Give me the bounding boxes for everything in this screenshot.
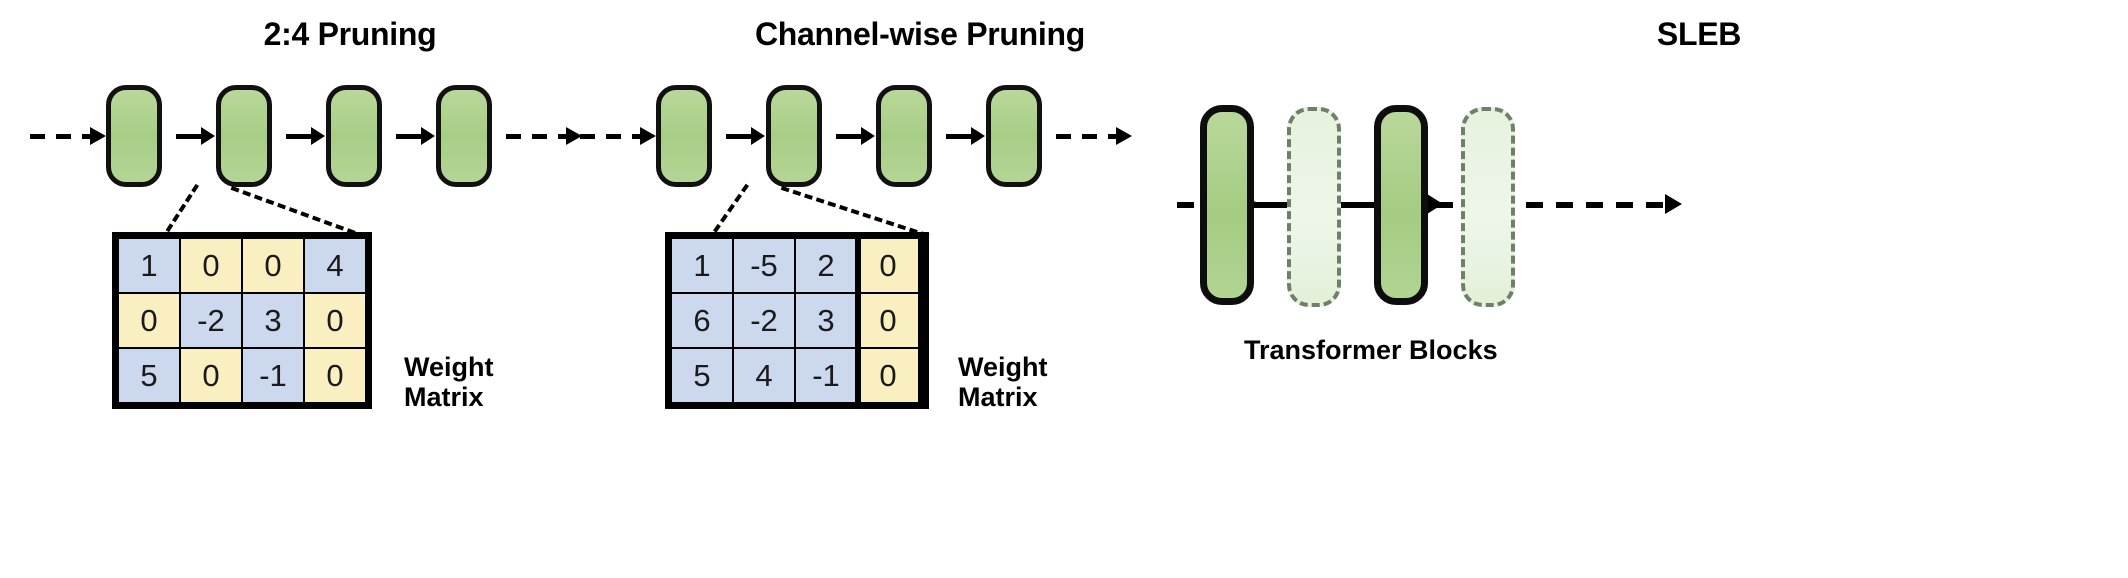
weight-matrix-cell: 0 (118, 293, 180, 348)
transformer-block (986, 85, 1042, 187)
transformer-block (766, 85, 822, 187)
weight-matrix-cell: 5 (671, 348, 733, 403)
transformer-blocks-caption: Transformer Blocks (1244, 335, 1498, 365)
transformer-block (216, 85, 272, 187)
weight-matrix-cell: 2 (795, 238, 857, 293)
input-arrow-icon (30, 126, 106, 145)
weight-matrix-cell: -1 (242, 348, 304, 403)
flow-arrow-icon (726, 126, 765, 145)
flow-arrow-icon (946, 126, 985, 145)
weight-matrix-cell: 0 (304, 293, 366, 348)
weight-matrix-cell: -2 (180, 293, 242, 348)
panel-sleb: SLEB Transformer Blocks (1177, 0, 2128, 578)
weight-matrix-label-channel-wise: Weight Matrix (958, 352, 1048, 412)
weight-matrix-cell: 0 (242, 238, 304, 293)
weight-matrix-cell: 0 (857, 293, 919, 348)
transformer-block-kept (1374, 105, 1428, 305)
weight-matrix-cell: 3 (795, 293, 857, 348)
panel-title-sleb: SLEB (1656, 16, 1742, 52)
weight-matrix-label-line2: Matrix (958, 382, 1038, 413)
flow-arrow-icon (396, 126, 435, 145)
transformer-block-removed (1461, 107, 1515, 307)
weight-matrix-label-line1: Weight (958, 352, 1048, 382)
input-arrow-icon (580, 126, 656, 145)
transformer-block-kept (1200, 105, 1254, 305)
panel-title-2-4-pruning: 2:4 Pruning (263, 16, 437, 52)
transformer-block-removed (1287, 107, 1341, 307)
weight-matrix-label-line2: Matrix (404, 382, 484, 413)
transformer-block (436, 85, 492, 187)
weight-matrix-cell: 0 (857, 238, 919, 293)
leader-line-right (780, 186, 930, 238)
weight-matrix-cell: 6 (671, 293, 733, 348)
flow-arrow-icon (836, 126, 875, 145)
weight-matrix-cell: 0 (857, 348, 919, 403)
weight-matrix-cell: 0 (304, 348, 366, 403)
weight-matrix-cell: 1 (118, 238, 180, 293)
output-arrow-icon (1056, 126, 1132, 145)
transformer-block-row-channel-wise (580, 85, 1132, 187)
transformer-block (876, 85, 932, 187)
transformer-block (106, 85, 162, 187)
weight-matrix-cell: -1 (795, 348, 857, 403)
weight-matrix-cell: -2 (733, 293, 795, 348)
weight-matrix-cell: -5 (733, 238, 795, 293)
transformer-block-row-2-4 (30, 85, 582, 187)
flow-arrow-icon (176, 126, 215, 145)
weight-matrix-cell: 4 (733, 348, 795, 403)
transformer-block (326, 85, 382, 187)
transformer-block (656, 85, 712, 187)
weight-matrix-cell: 5 (118, 348, 180, 403)
weight-matrix-cell: 0 (180, 348, 242, 403)
sleb-output-arrow-icon (1436, 194, 1682, 214)
weight-matrix-cell: 1 (671, 238, 733, 293)
weight-matrix-cell: 0 (180, 238, 242, 293)
flow-arrow-icon (286, 126, 325, 145)
output-arrow-icon (506, 126, 582, 145)
weight-matrix-label-line1: Weight (404, 352, 494, 382)
weight-matrix-cell: 3 (242, 293, 304, 348)
weight-matrix-label-2-4: Weight Matrix (404, 352, 494, 412)
panel-title-channel-wise: Channel-wise Pruning (754, 16, 1086, 52)
weight-matrix-cell: 4 (304, 238, 366, 293)
